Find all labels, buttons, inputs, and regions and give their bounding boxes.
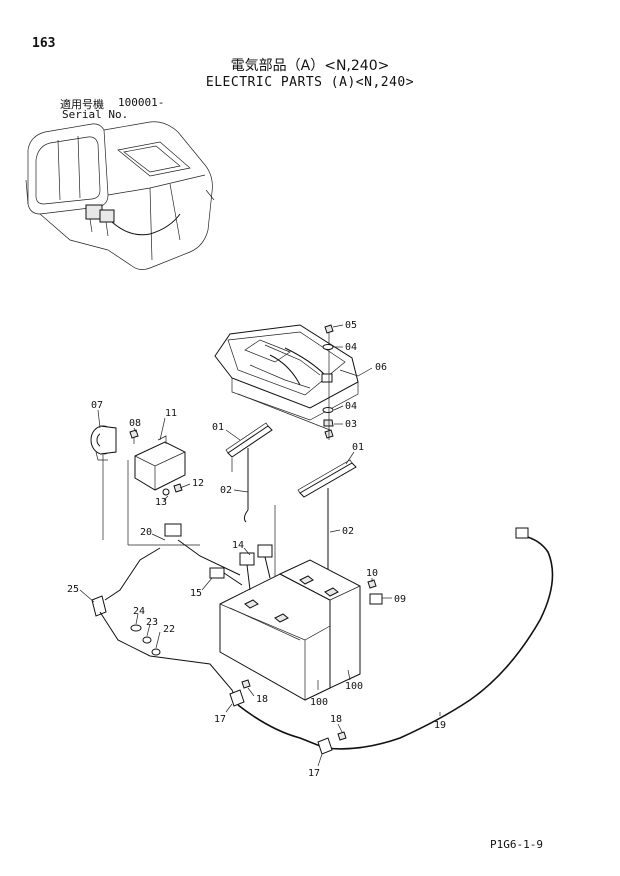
battery-relay [90, 425, 117, 540]
callout-100-front: 100 [310, 697, 328, 708]
callout-14: 14 [232, 540, 244, 551]
callout-25: 25 [67, 584, 79, 595]
wire-connector [209, 567, 243, 586]
machine-location-view [25, 121, 215, 270]
page-title-english: ELECTRIC PARTS (A)<N,240> [205, 75, 415, 90]
battery-rear [278, 559, 361, 689]
ground-terminal [367, 579, 383, 605]
callout-01-right: 01 [352, 442, 364, 453]
callout-24: 24 [133, 606, 145, 617]
callout-09: 09 [394, 594, 406, 605]
callout-10: 10 [366, 568, 378, 579]
hold-down-bar-left [225, 422, 273, 458]
callout-13: 13 [155, 497, 167, 508]
leader-lines [79, 324, 441, 767]
callout-19: 19 [434, 720, 446, 731]
hold-down-bar-right [297, 459, 357, 498]
relay-bolt [129, 429, 139, 444]
callout-100-rear: 100 [345, 681, 363, 692]
callout-06: 06 [375, 362, 387, 373]
callout-22: 22 [163, 624, 175, 635]
callout-05: 05 [345, 320, 357, 331]
bracket-bolt [162, 483, 183, 496]
battery-cover [214, 324, 359, 421]
serial-number-value: 100001- [118, 96, 165, 109]
long-battery-cable [237, 527, 554, 750]
battery-front [219, 573, 331, 701]
hold-down-rod-left [243, 448, 249, 523]
cover-fasteners [322, 324, 334, 440]
relay-bracket [127, 435, 200, 546]
serial-label-english: Serial No. [62, 108, 129, 121]
callout-17-left: 17 [214, 714, 226, 725]
callout-04-lower: 04 [345, 401, 357, 412]
callout-17-right: 17 [308, 768, 320, 779]
callout-20: 20 [140, 527, 152, 538]
serial-label-japanese: 適用号機 [60, 98, 104, 111]
callout-01-left: 01 [212, 422, 224, 433]
callout-18-right: 18 [330, 714, 342, 725]
callout-04-upper: 04 [345, 342, 357, 353]
callout-18-left: 18 [256, 694, 268, 705]
hold-down-rod-right [325, 488, 331, 579]
callout-15: 15 [190, 588, 202, 599]
callout-labels: 05 04 06 04 03 07 08 11 01 01 12 13 02 0… [67, 320, 446, 779]
callout-02-right: 02 [342, 526, 354, 537]
footer-code: P1G6-1-9 [490, 838, 543, 851]
callout-23: 23 [146, 617, 158, 628]
washer-set [130, 624, 161, 656]
callout-03: 03 [345, 419, 357, 430]
page-number: 163 [32, 36, 56, 51]
cable-clip-b [317, 731, 347, 755]
page-title-japanese: 電気部品（A）<N,240> [230, 58, 390, 74]
cable-clip-a [229, 679, 251, 707]
callout-02-left: 02 [220, 485, 232, 496]
callout-07: 07 [91, 400, 103, 411]
callout-12: 12 [192, 478, 204, 489]
battery-cable [104, 523, 241, 601]
harness-end [91, 595, 239, 706]
callout-11: 11 [165, 408, 177, 419]
terminal-clamp [239, 544, 273, 591]
callout-08: 08 [129, 418, 141, 429]
